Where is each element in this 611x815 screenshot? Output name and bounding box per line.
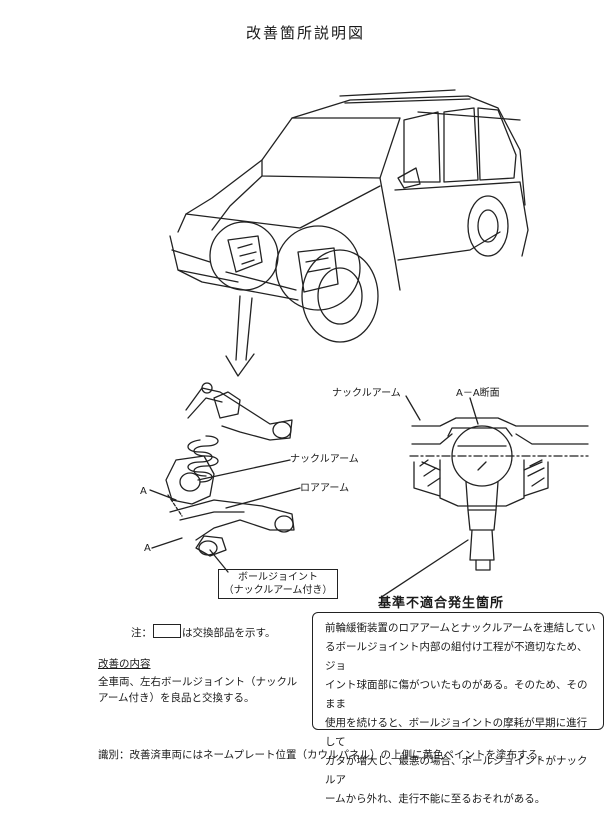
- section-marker-a-upper: A: [140, 486, 147, 497]
- section-aa-label: A－A断面: [456, 388, 500, 399]
- description-line: 前輪緩衝装置のロアアームとナックルアームを連結してい: [325, 622, 596, 634]
- knuckle-arm-label: ナックルアーム: [290, 454, 359, 465]
- defect-description-box: 前輪緩衝装置のロアアームとナックルアームを連結してい るボールジョイント内部の組…: [312, 612, 604, 805]
- description-line: 使用を続けると、ボールジョイントの摩耗が早期に進行して: [325, 717, 588, 748]
- page-title: 改善箇所説明図: [245, 24, 365, 42]
- knuckle-arm-label-section: ナックルアーム: [332, 388, 401, 399]
- section-marker-a-lower: A: [144, 543, 151, 554]
- description-line: るボールジョイント内部の組付け工程が不適切なため、ジョ: [325, 641, 588, 672]
- ball-joint-label: ボールジョイント: [238, 572, 318, 583]
- nonconformity-location-label: 基準不適合発生箇所: [378, 596, 505, 611]
- description-line: イント球面部に傷がついたものがある。そのため、そのまま: [325, 679, 588, 710]
- vehicle-drawing: [169, 89, 529, 377]
- description-line: ームから外れ、走行不能に至るおそれがある。: [325, 793, 546, 805]
- suspension-drawing: [149, 382, 301, 573]
- section-aa-drawing: [379, 395, 589, 599]
- improvement-text-line1: 全車両、左右ボールジョイント（ナックル: [98, 676, 298, 688]
- identification-text: 識別：改善済車両にはネームプレート位置（カウルパネル）の上側に黄色ペイントを塗布…: [98, 749, 549, 761]
- legend-note-text: は交換部品を示す。: [182, 627, 276, 639]
- ball-joint-sublabel: （ナックルアーム付き）: [223, 585, 333, 596]
- description-line: ガタが増大し、最悪の場合、ボールジョイントがナックルア: [325, 755, 588, 786]
- lower-arm-label: ロアアーム: [300, 483, 350, 494]
- improvement-text-line2: アーム付き）を良品と交換する。: [98, 692, 255, 704]
- legend-note-prefix: 注：: [131, 627, 152, 639]
- ball-joint-label-box: ボールジョイント （ナックルアーム付き）: [218, 569, 338, 599]
- improvement-heading: 改善の内容: [98, 658, 151, 670]
- legend-note: 注： は交換部品を示す。: [131, 624, 275, 640]
- replacement-part-swatch: [153, 624, 181, 638]
